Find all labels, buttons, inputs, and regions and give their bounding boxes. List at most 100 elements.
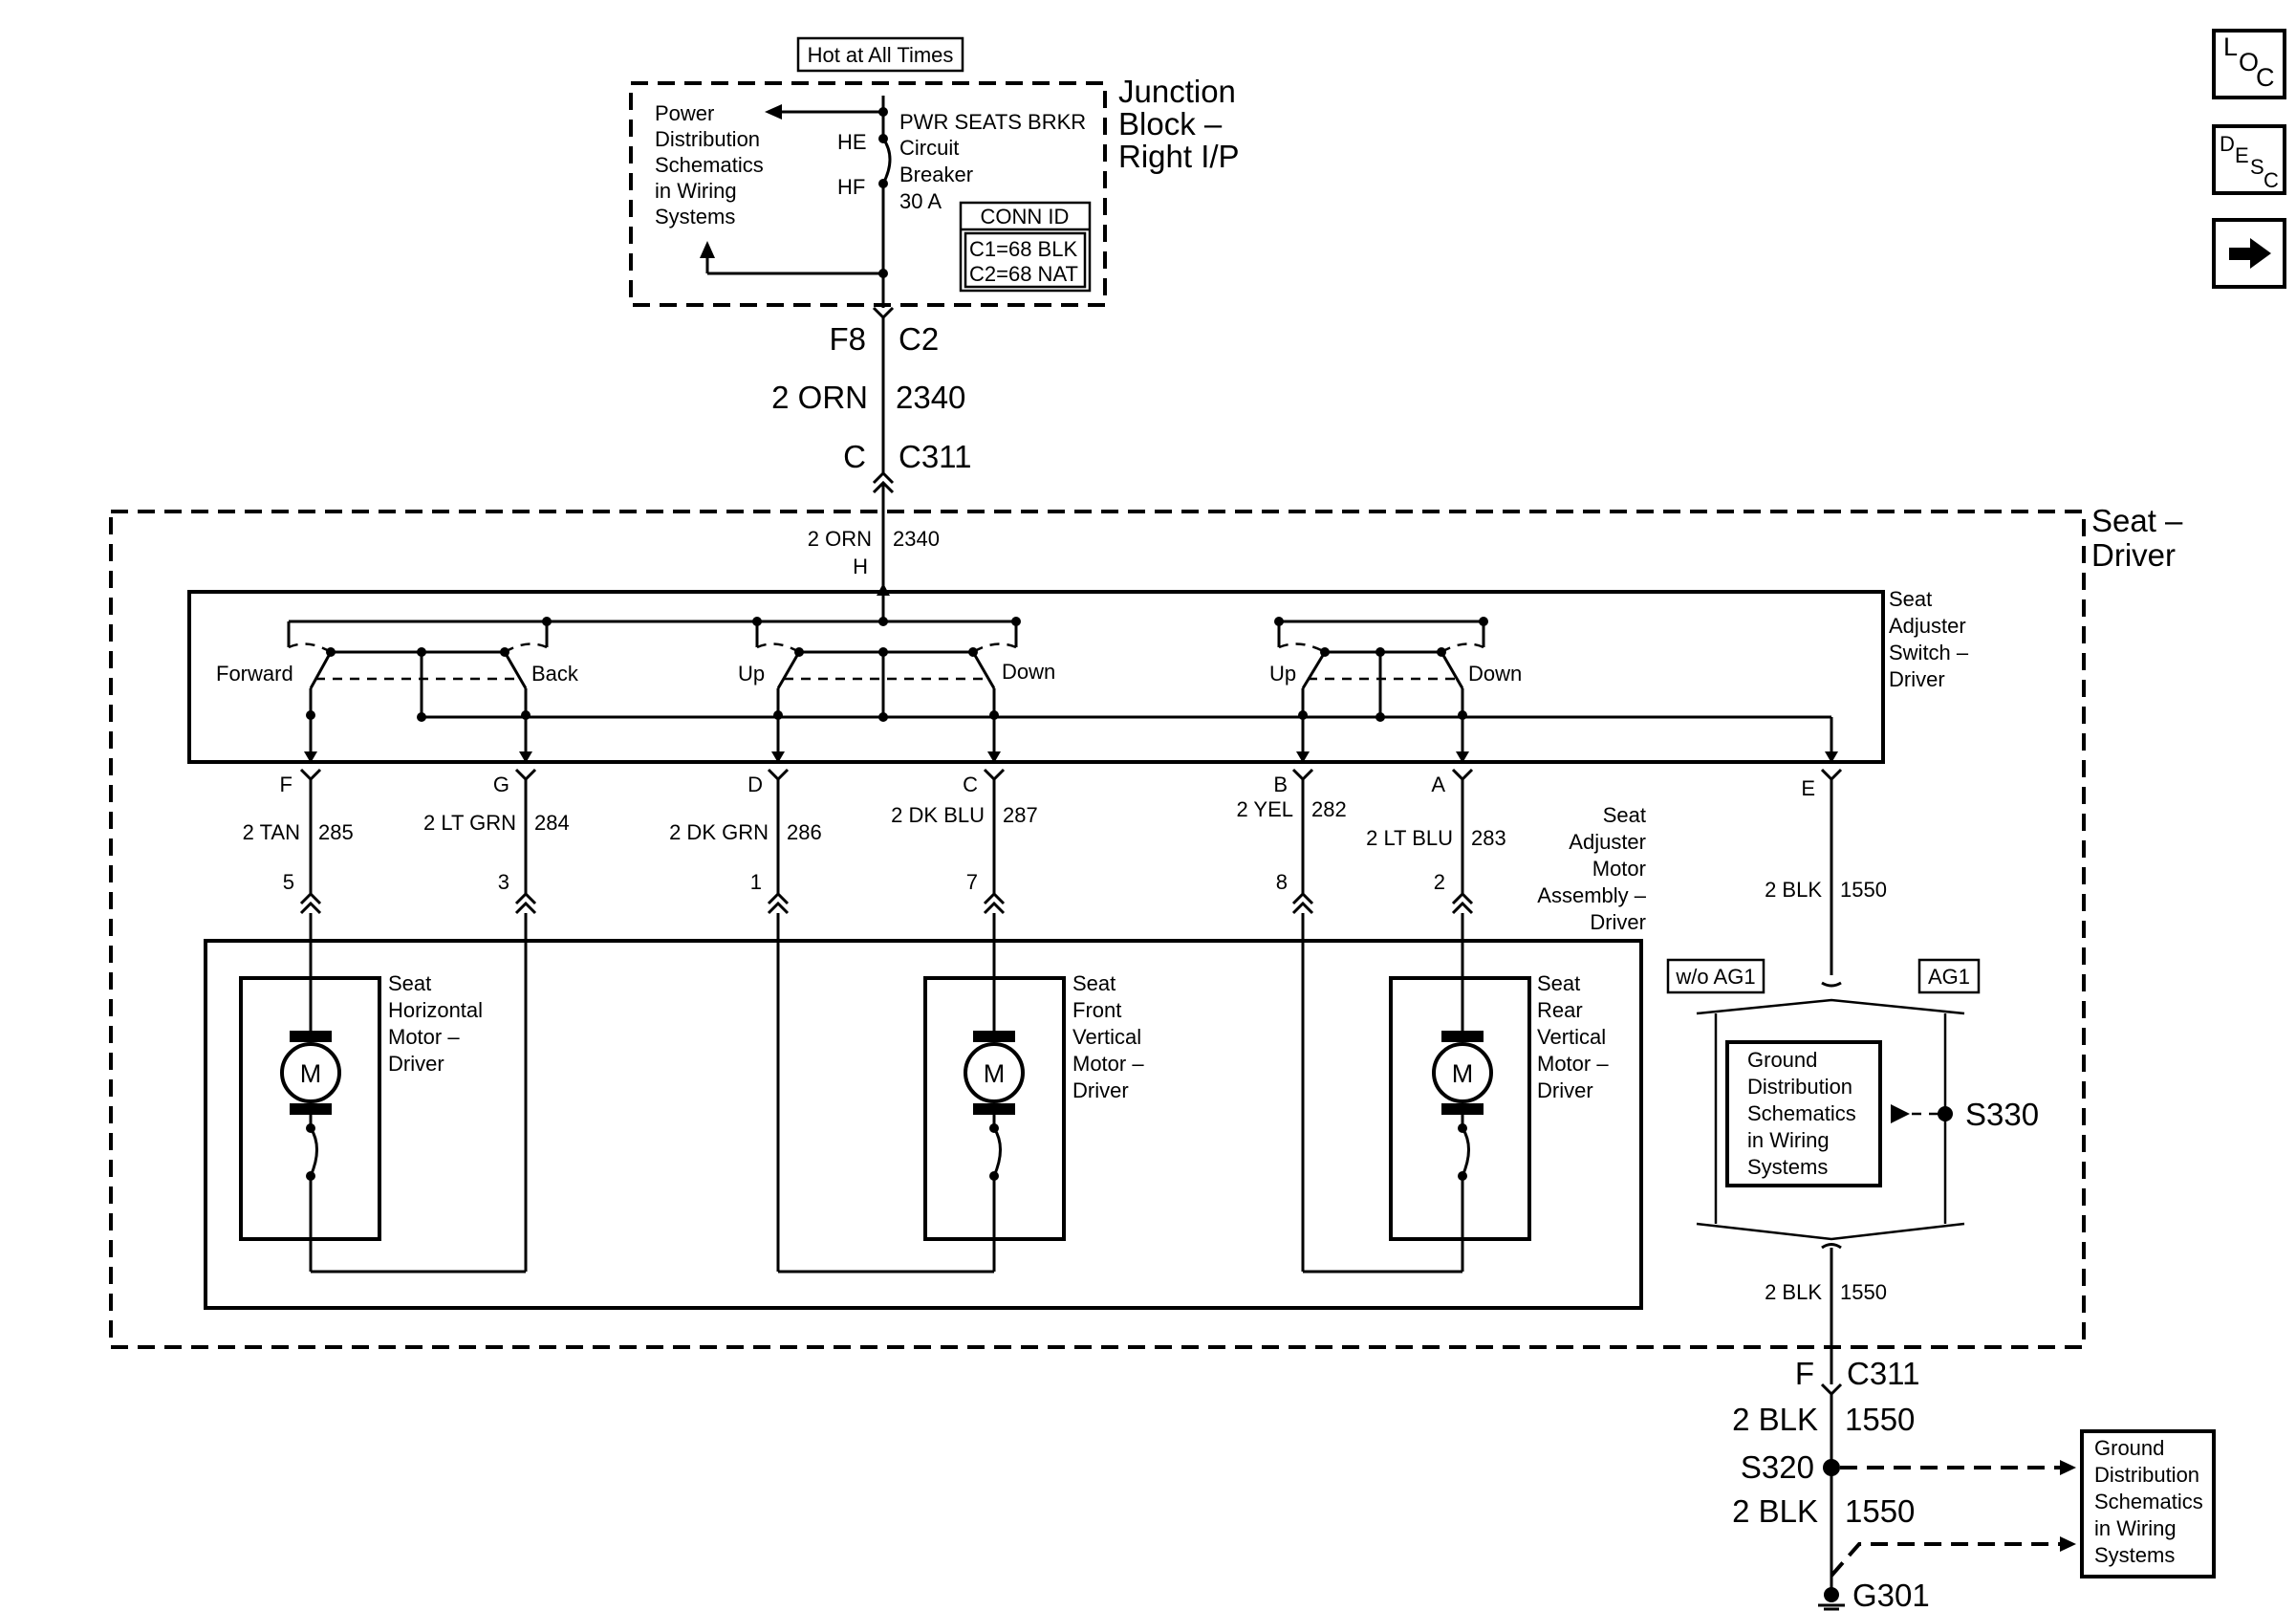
- thermal-breaker-icon: [309, 1127, 318, 1177]
- svg-text:Schematics: Schematics: [655, 153, 764, 177]
- svg-text:O: O: [2239, 48, 2259, 76]
- ground-circuit-3: 1550: [1845, 1493, 1915, 1529]
- switch-title: Seat Adjuster Switch – Driver: [1889, 587, 1969, 691]
- svg-text:in Wiring: in Wiring: [1747, 1128, 1830, 1152]
- svg-text:Horizontal: Horizontal: [388, 998, 483, 1022]
- svg-text:Driver: Driver: [2091, 537, 2176, 573]
- motor-pin: 5: [283, 870, 294, 894]
- svg-text:Adjuster: Adjuster: [1569, 830, 1646, 854]
- switch-label-down-rear: Down: [1468, 662, 1522, 686]
- pin-f8: F8: [829, 321, 866, 357]
- right-arrow-icon: [2229, 238, 2271, 269]
- svg-text:Systems: Systems: [1747, 1155, 1828, 1179]
- svg-text:Power: Power: [655, 101, 714, 125]
- svg-text:Distribution: Distribution: [1747, 1075, 1852, 1099]
- wire-color: 2 BLK: [1765, 878, 1822, 902]
- svg-text:Front: Front: [1072, 998, 1121, 1022]
- circuit-number: 286: [787, 820, 822, 844]
- svg-text:Driver: Driver: [1590, 910, 1646, 934]
- svg-text:L: L: [2223, 33, 2238, 61]
- splice-s330: S330: [1965, 1097, 2039, 1132]
- svg-text:Ground: Ground: [1747, 1048, 1817, 1072]
- svg-text:Seat: Seat: [388, 971, 431, 995]
- switch-label-up-rear: Up: [1269, 662, 1296, 686]
- svg-text:in Wiring: in Wiring: [2094, 1516, 2177, 1540]
- ground-distribution-ext-box[interactable]: Ground Distribution Schematics in Wiring…: [2080, 1429, 2216, 1578]
- seat-rear-vertical-motor: M Seat Rear Vertical Motor – Driver: [1301, 913, 1609, 1274]
- thermal-breaker-icon: [992, 1127, 1002, 1177]
- junction-block-title: Junction Block – Right I/P: [1118, 74, 1240, 174]
- circuit-number: 282: [1311, 797, 1347, 821]
- seat-driver-outline: [109, 510, 2086, 1349]
- svg-text:D: D: [2220, 132, 2235, 156]
- pin-letter: A: [1431, 773, 1445, 796]
- svg-text:in Wiring: in Wiring: [655, 179, 737, 203]
- pin-letter: D: [747, 773, 763, 796]
- svg-text:w/o AG1: w/o AG1: [1675, 965, 1755, 989]
- hot-at-all-times-box: Hot at All Times: [796, 36, 964, 73]
- svg-text:Distribution: Distribution: [655, 127, 760, 151]
- svg-text:AG1: AG1: [1928, 965, 1970, 989]
- wire-color: 2 DK GRN: [669, 820, 769, 844]
- power-distribution-ref: Power Distribution Schematics in Wiring …: [655, 101, 764, 229]
- svg-text:Schematics: Schematics: [2094, 1490, 2203, 1513]
- svg-text:Right I/P: Right I/P: [1118, 139, 1240, 174]
- seat-horizontal-motor: M Seat Horizontal Motor – Driver: [239, 913, 528, 1274]
- svg-text:Seat: Seat: [1072, 971, 1116, 995]
- feed-wire-color: 2 ORN: [771, 380, 868, 415]
- pin-letter: B: [1273, 773, 1288, 796]
- circuit-number: 285: [318, 820, 354, 844]
- motor-assembly-title: Seat Adjuster Motor Assembly – Driver: [1537, 803, 1646, 934]
- svg-text:Motor –: Motor –: [1537, 1052, 1609, 1076]
- ground-circuit-2: 1550: [1845, 1402, 1915, 1437]
- connector-icon: [872, 306, 895, 320]
- breaker-label: PWR SEATS BRKR Circuit Breaker 30 A: [899, 110, 1086, 213]
- hf-pin: HF: [837, 175, 865, 199]
- svg-text:Motor –: Motor –: [1072, 1052, 1144, 1076]
- svg-text:Assembly –: Assembly –: [1537, 883, 1646, 907]
- arrow-up-icon: [700, 241, 715, 258]
- svg-text:Breaker: Breaker: [899, 163, 973, 186]
- wire-color: 2 LT BLU: [1366, 826, 1453, 850]
- svg-text:E: E: [2235, 143, 2249, 167]
- pin-h: H: [853, 555, 868, 578]
- conn-c2: C2: [899, 321, 939, 357]
- svg-text:Junction: Junction: [1118, 74, 1236, 109]
- svg-text:Driver: Driver: [1072, 1078, 1129, 1102]
- conn-id-box: CONN ID C1=68 BLK C2=68 NAT: [959, 201, 1092, 293]
- svg-text:Motor –: Motor –: [388, 1025, 460, 1049]
- wire-color: 2 DK BLU: [891, 803, 985, 827]
- wire-color: 2 LT GRN: [423, 811, 516, 835]
- svg-text:Schematics: Schematics: [1747, 1101, 1856, 1125]
- svg-text:C1=68 BLK: C1=68 BLK: [969, 237, 1077, 261]
- seat-adjuster-switch: [187, 590, 1885, 764]
- ground-wire-3: 2 BLK: [1732, 1493, 1818, 1529]
- hot-label: Hot at All Times: [808, 43, 954, 67]
- switch-label-forward: Forward: [216, 662, 293, 686]
- svg-text:30 A: 30 A: [899, 189, 942, 213]
- svg-text:Driver: Driver: [1537, 1078, 1593, 1102]
- circuit-number: 287: [1003, 803, 1038, 827]
- svg-text:C2=68 NAT: C2=68 NAT: [969, 262, 1078, 286]
- next-button[interactable]: [2212, 218, 2286, 289]
- svg-text:Driver: Driver: [1889, 667, 1945, 691]
- conn-c311-ground: C311: [1847, 1356, 1919, 1391]
- circuit-number: 284: [534, 811, 570, 835]
- desc-button[interactable]: D E S C: [2212, 124, 2286, 195]
- switch-label-back: Back: [531, 662, 579, 686]
- loc-button[interactable]: L O C: [2212, 29, 2286, 99]
- svg-text:PWR SEATS BRKR: PWR SEATS BRKR: [899, 110, 1086, 134]
- inner-wire: 2 ORN: [808, 527, 872, 551]
- svg-text:C: C: [2256, 63, 2275, 92]
- svg-text:C: C: [2264, 168, 2279, 192]
- circuit-breaker-icon: [881, 138, 892, 185]
- svg-text:Circuit: Circuit: [899, 136, 959, 160]
- motor-pin: 2: [1434, 870, 1445, 894]
- svg-text:Rear: Rear: [1537, 998, 1583, 1022]
- circuit-number: 1550: [1840, 878, 1887, 902]
- ground-wire-1: 2 BLK: [1765, 1280, 1822, 1304]
- motor-pin: 3: [498, 870, 509, 894]
- ground-distribution-inner-box: Ground Distribution Schematics in Wiring…: [1725, 1040, 1882, 1187]
- seat-front-vertical-motor: M Seat Front Vertical Motor – Driver: [776, 913, 1144, 1274]
